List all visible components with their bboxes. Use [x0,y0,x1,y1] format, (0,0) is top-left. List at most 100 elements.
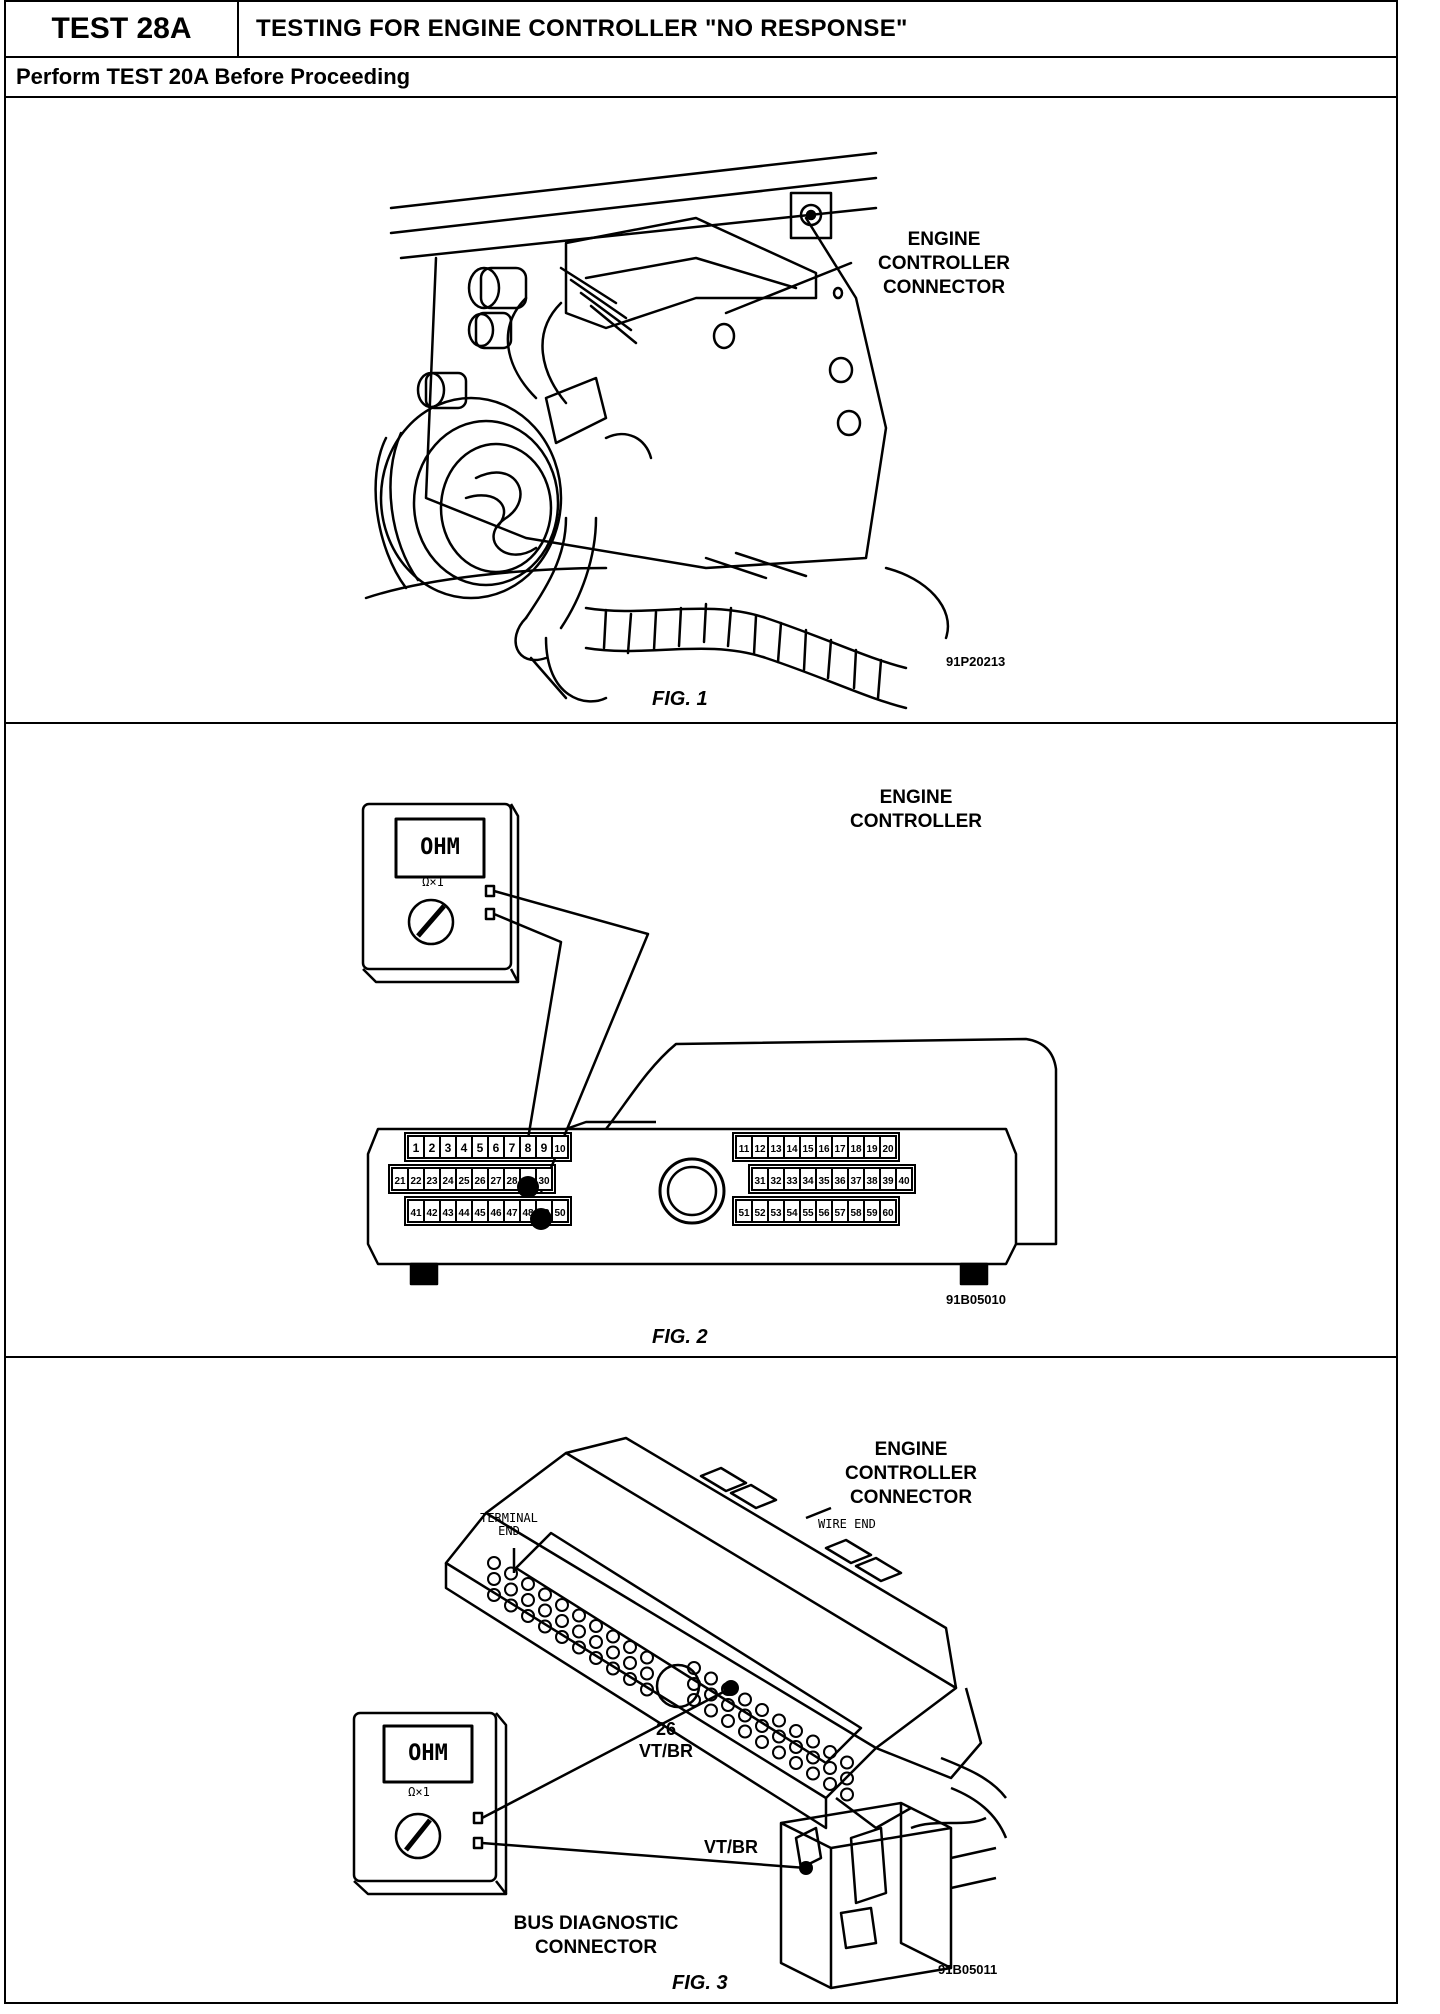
test-number: TEST 28A [6,2,239,56]
cavity [755,1719,769,1733]
cavity [789,1756,803,1770]
pin-26-label: 26 VT/BR [639,1719,693,1761]
cavity [572,1640,586,1655]
cavity [806,1734,820,1749]
engine-controller-connector-label: ENGINE CONTROLLER CONNECTOR [836,1438,986,1510]
cavity [521,1577,535,1591]
pin-number: 3 [445,1141,452,1155]
cavity [840,1787,854,1802]
cavity [555,1614,569,1628]
pin-number: 46 [490,1208,502,1219]
cavity [504,1566,518,1581]
label-text: ENGINE CONTROLLER [850,787,982,832]
pin-number: 30 [538,1176,550,1187]
cavity [572,1624,586,1639]
cavity [823,1777,837,1791]
figure-1-panel: ENGINE CONTROLLER CONNECTOR 91P20213 FIG… [6,98,1396,724]
pin-number: 11 [739,1144,750,1155]
pin-number: 22 [410,1176,422,1187]
pin-number: 57 [834,1208,846,1219]
cavity [555,1598,569,1612]
ohmmeter-display: OHM [408,1741,448,1766]
figure-2-caption: FIG. 2 [652,1326,708,1348]
pin-number: 24 [442,1176,454,1187]
figure-1-code: 91P20213 [946,654,1006,669]
pin-number: 9 [541,1141,548,1155]
label-text: ENGINE CONTROLLER CONNECTOR [878,229,1010,298]
pin-number: 58 [850,1208,862,1219]
figure-1-caption: FIG. 1 [652,688,708,710]
cavity [738,1692,752,1707]
engine-controller-connector-illustration [364,151,950,710]
pin-number: 15 [802,1144,814,1155]
pin-number: 55 [802,1208,814,1219]
pin-number: 42 [426,1208,438,1219]
cavity [589,1619,603,1633]
pin-row-frame [404,1196,572,1226]
cavity [738,1708,752,1723]
test-title: TESTING FOR ENGINE CONTROLLER "NO RESPON… [256,15,908,42]
pin-number: 59 [866,1208,878,1219]
cavity [704,1703,718,1718]
pin-number: 43 [442,1208,454,1219]
cavity [521,1609,535,1623]
cavity [721,1714,735,1728]
pin-number: 48 [522,1208,534,1219]
probe-point-pin-46 [530,1208,552,1230]
bus-wire-label: VT/BR [704,1837,758,1857]
pin-number: 18 [850,1144,862,1155]
pin-number: 8 [525,1141,532,1155]
cavity [789,1724,803,1738]
cavity [623,1640,637,1654]
pin-number: 60 [882,1208,894,1219]
figure-3-caption: FIG. 3 [672,1972,728,1994]
cavity [806,1750,820,1765]
cavity [623,1656,637,1670]
cavity [589,1651,603,1665]
cavity [772,1729,786,1744]
cavity [538,1587,552,1602]
pin-cell [551,1199,569,1223]
cavity [840,1771,854,1786]
pin-number: 38 [866,1176,878,1187]
pin-number: 51 [738,1208,750,1219]
pin-number: 53 [770,1208,782,1219]
figure-3-code: 91B05011 [938,1962,998,1977]
bus-diagnostic-connector-diagram [352,1436,1008,1990]
pin-number: 32 [770,1176,782,1187]
pin-number: 27 [490,1176,502,1187]
pin-number: 4 [461,1141,468,1155]
pin-number: 1 [413,1141,420,1155]
connector-cavity-grid [487,1556,854,1802]
pin-number: 6 [493,1141,500,1155]
cavity [640,1650,654,1665]
pin-number: 50 [554,1208,566,1219]
pin-cell [535,1167,553,1191]
pin-cell [879,1135,897,1159]
pin-number: 41 [410,1208,422,1219]
pin-number: 56 [818,1208,830,1219]
pin-row-frame [388,1164,556,1194]
pin-number: 19 [866,1144,878,1155]
pin-cell [551,1135,569,1159]
figure-3-panel: OHM Ω×1 ENGINE CONTROLLER CONNECTOR TERM… [6,1358,1396,2002]
header-row: TEST 28A TESTING FOR ENGINE CONTROLLER "… [6,2,1396,58]
pin-number: 14 [786,1144,798,1155]
pin-number: 20 [882,1144,894,1155]
pin-row-frame [732,1196,900,1226]
bus-diagnostic-connector-label: BUS DIAGNOSTIC CONNECTOR [513,1913,679,1958]
pin-number: 13 [770,1144,782,1155]
pin-number: 54 [786,1208,798,1219]
cavity [555,1630,569,1644]
cavity [487,1556,501,1570]
cavity [606,1629,620,1644]
test-sheet: TEST 28A TESTING FOR ENGINE CONTROLLER "… [4,0,1398,2004]
cavity [487,1588,501,1602]
cavity [789,1740,803,1754]
cavity [589,1635,603,1649]
pin-row-frame [404,1132,572,1162]
pin-number: 44 [458,1208,470,1219]
cavity [704,1671,718,1686]
